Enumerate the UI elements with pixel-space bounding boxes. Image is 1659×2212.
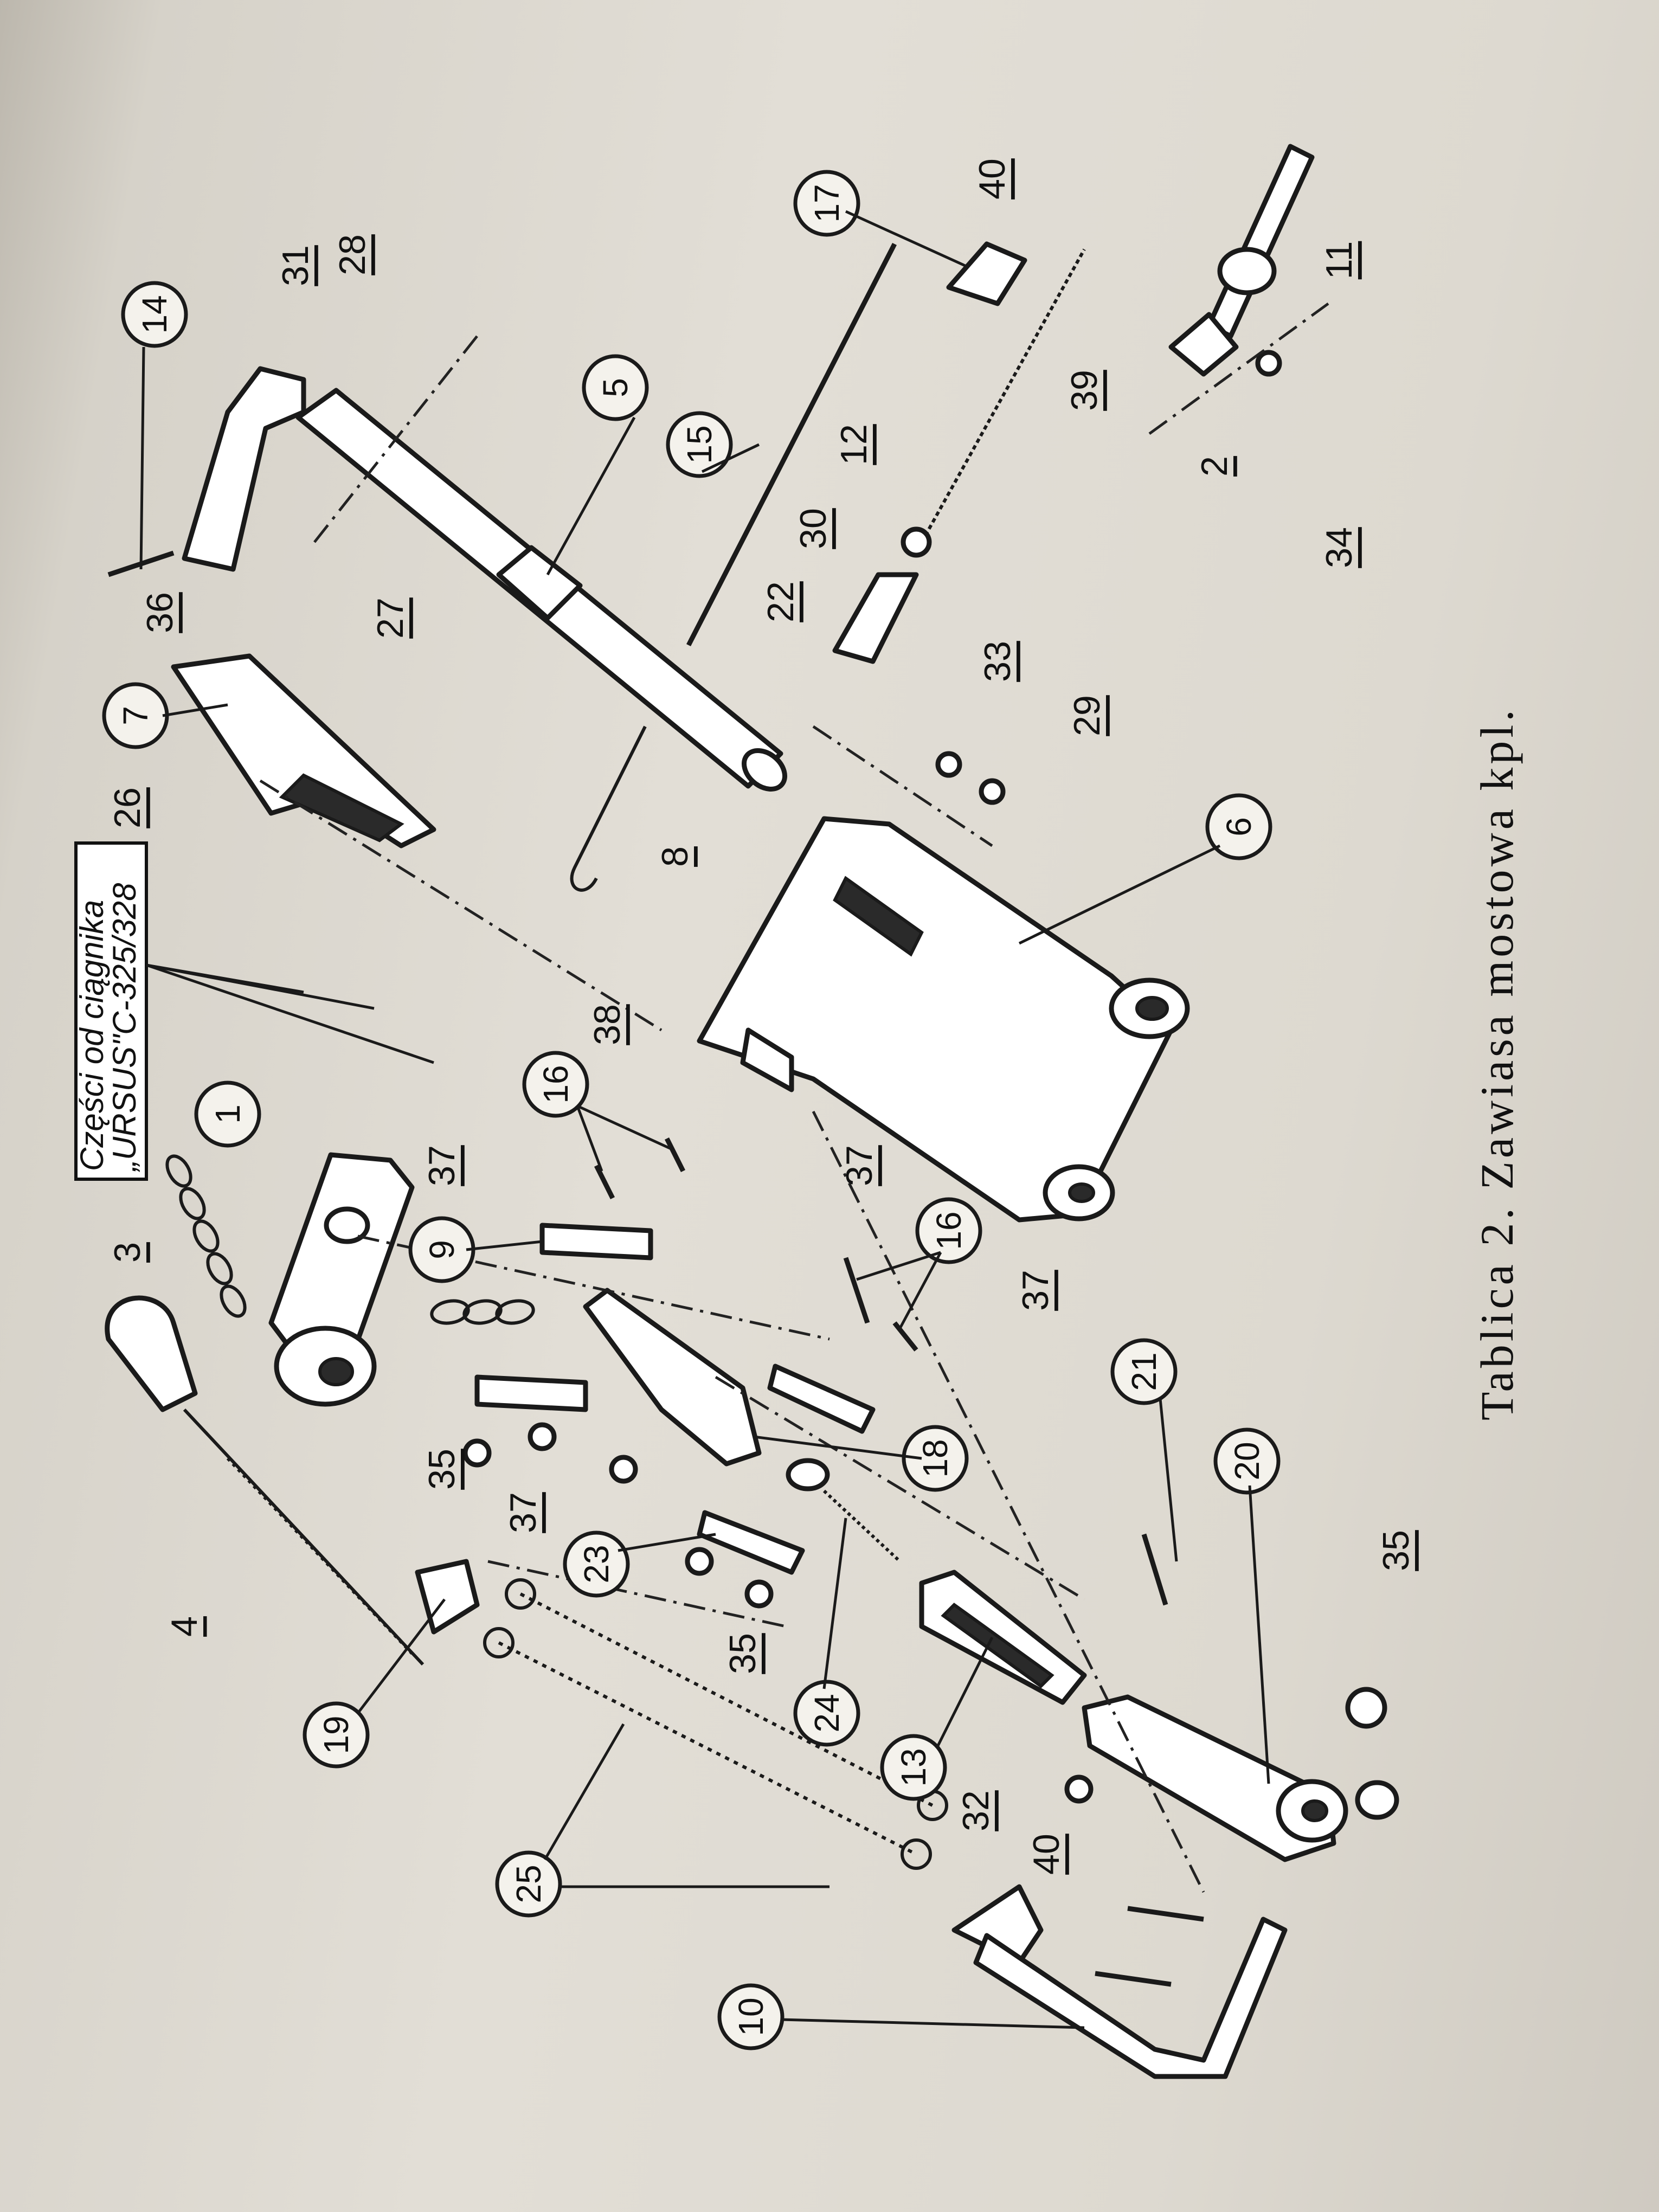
callout-7: 7 (102, 682, 169, 749)
underlined-labels: 2 3 4 8 11 12 22 26 27 28 29 30 31 32 33… (107, 158, 1417, 1875)
leader-lines (139, 210, 1270, 2029)
svg-text:9: 9 (422, 1240, 461, 1259)
svg-text:19: 19 (317, 1715, 356, 1754)
circled-callouts: 1 5 6 7 9 10 13 14 15 16 16 17 18 19 20 … (102, 170, 1281, 2050)
label-38: 38 (587, 1004, 628, 1045)
svg-text:17: 17 (807, 184, 846, 222)
label-36: 36 (139, 592, 181, 633)
svg-text:10: 10 (731, 1997, 770, 2036)
callout-10: 10 (717, 1983, 785, 2050)
label-33: 33 (977, 641, 1018, 682)
part-rod-4 (105, 1295, 425, 1666)
part-pin-11 (1168, 144, 1315, 377)
part-block-13 (919, 1570, 1087, 1705)
callout-16b: 16 (915, 1197, 982, 1264)
label-26: 26 (107, 787, 148, 828)
svg-text:18: 18 (916, 1439, 955, 1477)
svg-text:13: 13 (894, 1748, 933, 1786)
callout-25: 25 (495, 1850, 562, 1918)
label-29: 29 (1066, 695, 1108, 736)
part-plate-23 (697, 1510, 805, 1575)
callout-14: 14 (121, 281, 188, 348)
callout-17: 17 (793, 170, 860, 237)
note-tractor-parts: Części od ciągnika „URSUS"C-325/328 (74, 841, 434, 1181)
part-chain-3 (165, 1154, 535, 1325)
callout-6: 6 (1205, 793, 1272, 860)
callout-13: 13 (880, 1734, 947, 1801)
callout-20: 20 (1213, 1427, 1281, 1495)
label-30: 30 (793, 508, 834, 549)
callout-16a: 16 (522, 1051, 589, 1118)
svg-text:16: 16 (929, 1211, 968, 1250)
label-35a: 35 (421, 1449, 462, 1490)
part-hinge-body-6 (697, 816, 1190, 1223)
label-31: 31 (275, 245, 316, 286)
part-arm-18 (583, 1288, 762, 1467)
label-3: 3 (107, 1242, 148, 1263)
label-37a: 37 (421, 1145, 462, 1186)
part-crank-17 (946, 241, 1027, 306)
label-2: 2 (1194, 456, 1235, 477)
part-lever-20 (1082, 1694, 1399, 1862)
callout-18: 18 (902, 1425, 969, 1492)
label-34: 34 (1319, 527, 1360, 568)
svg-text:23: 23 (577, 1545, 616, 1583)
label-37b: 37 (839, 1145, 880, 1186)
part-plates-9 (474, 1223, 876, 1434)
label-32: 32 (955, 1790, 996, 1831)
part-hook-8 (570, 725, 647, 892)
svg-text:15: 15 (680, 425, 719, 464)
figure-caption: Tablica 2. Zawiasa mostowa kpl. (1471, 706, 1523, 1420)
svg-text:1: 1 (208, 1104, 247, 1124)
label-8: 8 (654, 846, 696, 867)
callout-9: 9 (408, 1216, 475, 1283)
part-bent-bar-10 (951, 1884, 1288, 2079)
svg-text:24: 24 (807, 1694, 846, 1732)
part-tube-5 (182, 366, 788, 792)
label-27: 27 (370, 597, 411, 639)
part-rod-15 (686, 242, 897, 647)
svg-text:7: 7 (116, 706, 155, 725)
callout-24: 24 (793, 1680, 860, 1747)
part-bracket-1 (268, 1152, 415, 1407)
assembly-axes (259, 302, 1329, 1893)
label-39: 39 (1064, 370, 1105, 411)
part-plate-7 (171, 653, 436, 848)
svg-text:25: 25 (509, 1864, 548, 1903)
label-40a: 40 (972, 158, 1013, 200)
label-28: 28 (332, 234, 373, 275)
callout-19: 19 (303, 1701, 370, 1769)
label-12: 12 (833, 424, 874, 465)
part-turnbuckle-22 (832, 248, 1086, 664)
callout-15: 15 (666, 411, 733, 478)
part-springs-25 (483, 1578, 948, 1870)
label-35b: 35 (722, 1633, 763, 1674)
callout-23: 23 (563, 1531, 630, 1598)
callout-5: 5 (582, 354, 649, 421)
label-40b: 40 (1026, 1834, 1067, 1875)
svg-text:6: 6 (1219, 817, 1258, 837)
svg-text:20: 20 (1227, 1442, 1266, 1480)
label-4: 4 (164, 1616, 205, 1637)
callout-1: 1 (194, 1081, 261, 1148)
svg-text:16: 16 (536, 1065, 575, 1103)
svg-text:5: 5 (596, 378, 635, 397)
note-line-1: Części od ciągnika (74, 900, 110, 1171)
label-35c: 35 (1375, 1530, 1417, 1571)
label-37d: 37 (503, 1492, 544, 1533)
note-line-2: „URSUS"C-325/328 (106, 883, 143, 1173)
svg-text:21: 21 (1124, 1352, 1163, 1391)
label-22: 22 (760, 581, 801, 622)
part-bolt-24 (786, 1458, 902, 1563)
label-11: 11 (1319, 241, 1360, 280)
small-parts (462, 350, 1387, 1987)
svg-text:14: 14 (135, 295, 174, 333)
callout-21: 21 (1110, 1338, 1178, 1405)
label-37c: 37 (1015, 1270, 1056, 1311)
